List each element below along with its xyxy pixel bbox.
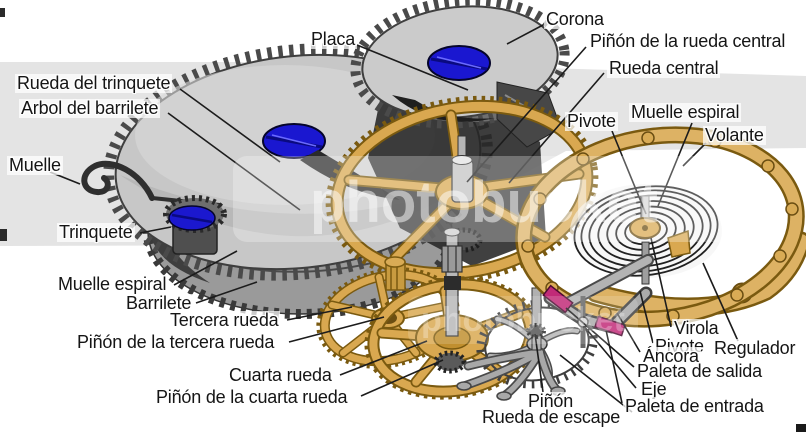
watermark-text: photobucket (310, 170, 658, 235)
label-tercera-rueda: Tercera rueda (168, 310, 281, 330)
crown-screw (427, 45, 491, 81)
entry-pallet-jewel (542, 284, 574, 314)
label-muelle-espiral-izquierda: Muelle espiral (56, 274, 169, 294)
label-pivote-superior: Pivote (565, 111, 618, 131)
watermark-text-small: photobucket (421, 301, 625, 339)
leader-lines (49, 24, 739, 413)
label-placa: Placa (309, 29, 358, 49)
ratchet-screw (262, 123, 326, 159)
label-paleta-de-salida: Paleta de salida (635, 361, 764, 381)
watermark-band (233, 156, 735, 242)
escape-bridge-legs (456, 347, 566, 401)
label-regulador: Regulador (712, 338, 798, 358)
label-virola: Virola (672, 318, 721, 338)
label-trinquete: Trinquete (57, 222, 135, 242)
label-volante: Volante (703, 125, 766, 145)
label-muelle: Muelle (7, 155, 63, 175)
label-ancora: Áncora (641, 346, 701, 366)
label-paleta-de-entrada: Paleta de entrada (623, 396, 766, 416)
label-muelle-espiral-derecha: Muelle espiral (629, 102, 742, 122)
label-rueda-del-trinquete: Rueda del trinquete (15, 73, 173, 93)
watermark: photobucket photobucket (233, 156, 735, 344)
label-rueda-central: Rueda central (607, 58, 721, 78)
label-pinon: Piñón (526, 391, 576, 411)
label-barrilete: Barrilete (124, 293, 194, 313)
edge-mark (0, 8, 5, 17)
click-screw (168, 205, 216, 231)
center-wheel-gear (325, 95, 599, 285)
label-pinon-tercera-rueda: Piñón de la tercera rueda (75, 332, 277, 352)
hairspring-stud (667, 229, 691, 258)
label-rueda-de-escape: Rueda de escape (480, 407, 623, 427)
fourth-wheel-arbor (441, 227, 463, 337)
fourth-wheel-pinion (433, 350, 467, 374)
exit-pallet-jewel (594, 315, 626, 337)
label-corona: Corona (544, 9, 606, 29)
label-pinon-cuarta-rueda: Piñón de la cuarta rueda (154, 387, 350, 407)
label-arbol-del-barrilete: Arbol del barrilete (19, 98, 161, 118)
label-cuarta-rueda: Cuarta rueda (227, 365, 334, 385)
edge-mark (796, 424, 806, 432)
edge-mark (0, 229, 7, 241)
pallet-fork (542, 254, 654, 348)
third-wheel-pinion (384, 256, 406, 291)
label-eje: Eje (639, 379, 669, 399)
balance-wheel-rim (515, 126, 805, 328)
label-pinon-rueda-central: Piñón de la rueda central (588, 31, 788, 51)
